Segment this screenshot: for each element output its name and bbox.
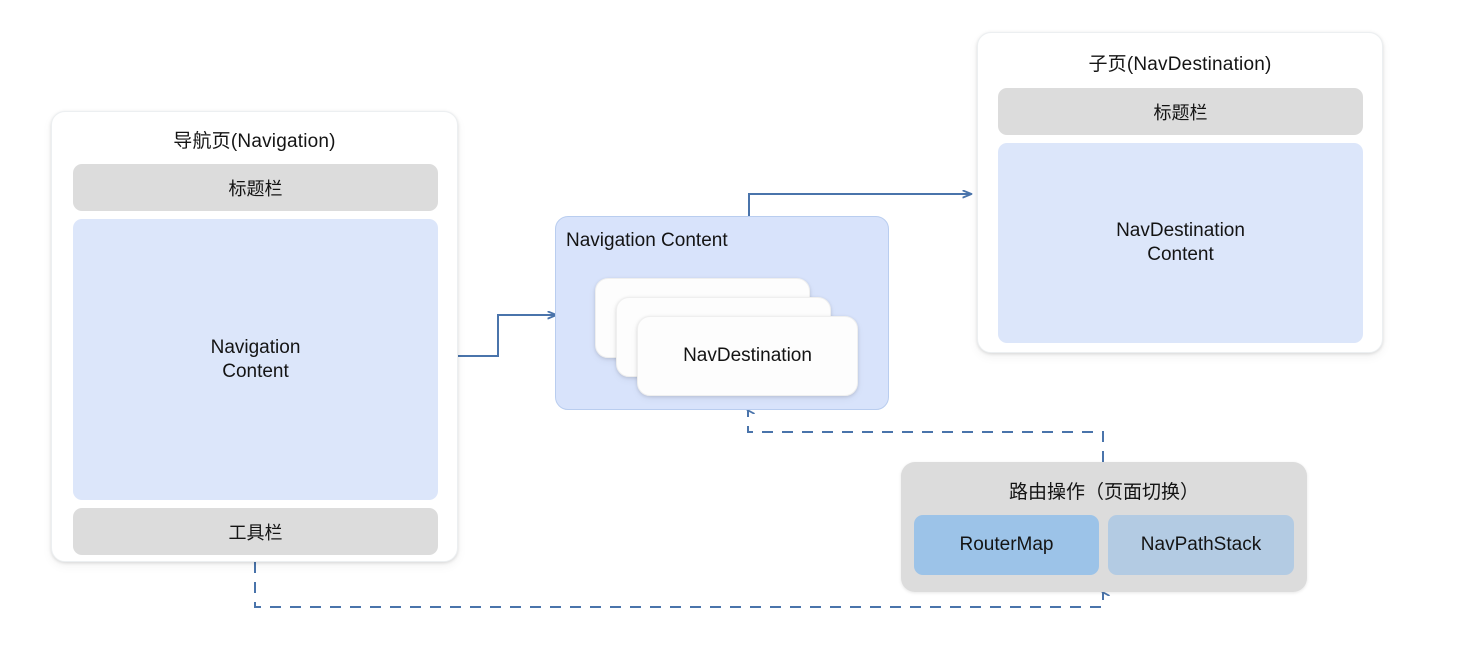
nav-destination-content-line2: Content <box>1147 244 1214 265</box>
navigation-content-card-label: Navigation Content <box>566 230 728 251</box>
navigation-page-tool-bar[interactable]: 工具栏 <box>73 508 438 555</box>
child-page-title-bar[interactable]: 标题栏 <box>998 88 1363 135</box>
navigation-page-title-bar[interactable]: 标题栏 <box>73 164 438 211</box>
connector-router-operation-to-navigation-content <box>748 410 1104 462</box>
navigation-page-content-area[interactable]: Navigation Content <box>73 219 438 500</box>
child-page-card[interactable]: 子页(NavDestination) 标题栏 NavDestination Co… <box>977 32 1383 353</box>
router-operation-card[interactable]: 路由操作（页面切换） RouterMap NavPathStack <box>901 462 1307 592</box>
navigation-content-label-line1: Navigation <box>210 336 301 358</box>
navigation-page-title: 导航页(Navigation) <box>173 131 336 152</box>
child-page-title: 子页(NavDestination) <box>1088 54 1272 75</box>
router-operation-title: 路由操作（页面切换） <box>1008 482 1199 503</box>
nav-destination-content-line1: NavDestination <box>1116 220 1245 241</box>
navigation-content-label-line2: Content <box>222 360 289 382</box>
child-page-content-area[interactable]: NavDestination Content <box>998 143 1363 343</box>
nav-path-stack-chip[interactable]: NavPathStack <box>1108 515 1294 575</box>
navigation-page-card[interactable]: 导航页(Navigation) 标题栏 Navigation Content 工… <box>51 111 458 562</box>
router-map-chip[interactable]: RouterMap <box>914 515 1099 575</box>
nav-destination-card-front[interactable]: NavDestination <box>637 316 858 396</box>
